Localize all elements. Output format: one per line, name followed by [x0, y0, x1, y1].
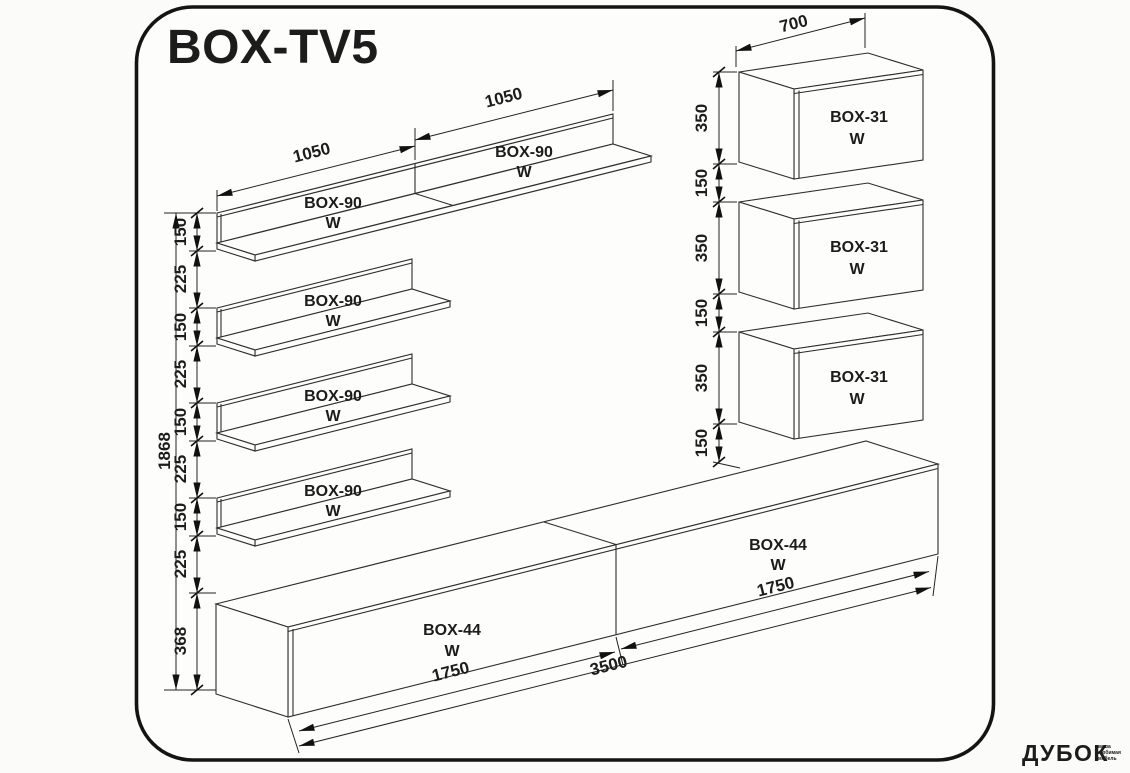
dim-value: 368 [171, 627, 190, 655]
tv-stand-label: BOX-44 [749, 537, 807, 554]
tv-stand-label: BOX-44 [423, 622, 481, 639]
dim-value: 150 [171, 408, 190, 436]
dim-value: 150 [171, 313, 190, 341]
dim-line-1050-right [414, 89, 614, 141]
dim-total-height: 1868 [155, 212, 189, 691]
box-left-face [738, 331, 795, 440]
stand-left-face [215, 603, 289, 718]
dim-line-700 [735, 17, 866, 52]
dim-stand-widths: 1750 1750 3500 [287, 555, 939, 754]
dim-value: 150 [692, 429, 711, 457]
dim-value: 225 [171, 550, 190, 578]
dim-value: 150 [692, 299, 711, 327]
shelf-row-2: BOX-90 W [214, 258, 453, 357]
flange-left-lip [216, 242, 256, 262]
finish-label: W [849, 261, 865, 278]
shelf-label: BOX-90 [495, 144, 553, 161]
box-left-face [738, 201, 795, 310]
right-dimension-chain: 350 150 350 150 350 150 [692, 66, 741, 469]
wall-box-label: BOX-31 [830, 109, 888, 126]
stand-seam-top [543, 521, 617, 546]
shelf-label: BOX-90 [304, 388, 362, 405]
finish-label: W [325, 313, 341, 330]
shelf-row-3: BOX-90 W [214, 353, 453, 452]
watermark-tagline: ваша [1098, 744, 1111, 750]
dim-value: 150 [692, 169, 711, 197]
dim-line-1050-left [216, 145, 416, 197]
flange-left-lip [216, 432, 256, 452]
flange-left-lip [216, 527, 256, 547]
wall-box-1: BOX-31 W [738, 52, 924, 180]
finish-label: W [516, 164, 532, 181]
finish-label: W [325, 408, 341, 425]
dim-value: 150 [171, 218, 190, 246]
dim-value: 1868 [155, 432, 174, 470]
dim-value: 225 [171, 265, 190, 293]
wall-box-label: BOX-31 [830, 369, 888, 386]
watermark: ДУБОК ваша любимая мебель [1022, 740, 1121, 766]
dim-value: 350 [692, 234, 711, 262]
wall-box-label: BOX-31 [830, 239, 888, 256]
shelf-row-4: BOX-90 W [214, 448, 453, 547]
dim-value: 225 [171, 360, 190, 388]
wall-box-3: BOX-31 W [738, 312, 924, 440]
dim-value: 150 [171, 503, 190, 531]
finish-label: W [770, 557, 786, 574]
dim-value: 350 [692, 104, 711, 132]
flange-left-lip [216, 337, 256, 357]
shelf-label: BOX-90 [304, 293, 362, 310]
shelf-label: BOX-90 [304, 195, 362, 212]
finish-label: W [325, 215, 341, 232]
finish-label: W [325, 503, 341, 520]
box-left-face [738, 71, 795, 180]
page-title: BOX-TV5 [167, 21, 379, 74]
watermark-tagline: мебель [1098, 755, 1117, 762]
watermark-tagline: любимая [1098, 749, 1121, 756]
finish-label: W [849, 131, 865, 148]
shelf-label: BOX-90 [304, 483, 362, 500]
watermark-brand: ДУБОК [1022, 740, 1109, 766]
shelf-row-1: BOX-90 W BOX-90 W [214, 113, 654, 262]
finish-label: W [849, 391, 865, 408]
flange-seam [414, 192, 454, 207]
dim-line-3500 [298, 587, 932, 747]
wall-box-2: BOX-31 W [738, 182, 924, 310]
dim-value: 350 [692, 364, 711, 392]
finish-label: W [444, 643, 460, 660]
